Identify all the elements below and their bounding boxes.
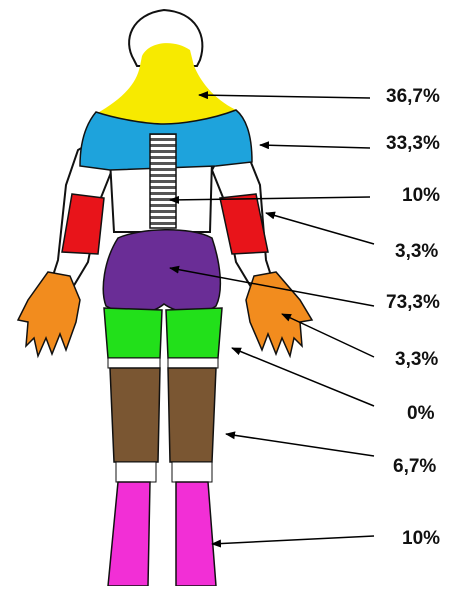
- label-thighs: 0%: [407, 403, 434, 425]
- label-spine: 10%: [402, 185, 440, 207]
- label-knees-calves: 6,7%: [393, 456, 436, 478]
- arrow-head-neck: [199, 95, 370, 98]
- region-thigh-right: [166, 308, 222, 358]
- region-hand-left: [18, 272, 80, 356]
- region-calf-left: [110, 368, 160, 462]
- label-head-neck: 36,7%: [386, 86, 440, 108]
- label-hands: 3,3%: [395, 349, 438, 371]
- ankle-gap-right: [172, 462, 212, 482]
- region-lower-back-buttocks: [103, 230, 220, 314]
- region-head-neck: [96, 43, 236, 126]
- ankle-gap-left: [116, 462, 156, 482]
- label-lower-back-buttocks: 73,3%: [386, 292, 440, 314]
- arrow-foot: [212, 536, 374, 544]
- label-feet: 10%: [402, 528, 440, 550]
- arrow-upper-arm: [266, 213, 374, 244]
- region-spine: [150, 134, 176, 228]
- label-shoulders: 33,3%: [386, 133, 440, 155]
- knee-gap-right: [168, 358, 218, 368]
- arrow-shoulders: [260, 145, 370, 148]
- label-upper-arms: 3,3%: [395, 241, 438, 263]
- arrow-calf: [226, 434, 374, 456]
- arrow-thigh: [232, 348, 374, 406]
- knee-gap-left: [108, 358, 160, 368]
- region-foot-right: [176, 482, 216, 586]
- region-thigh-left: [104, 308, 162, 358]
- region-calf-right: [168, 368, 216, 462]
- region-foot-left: [108, 482, 150, 586]
